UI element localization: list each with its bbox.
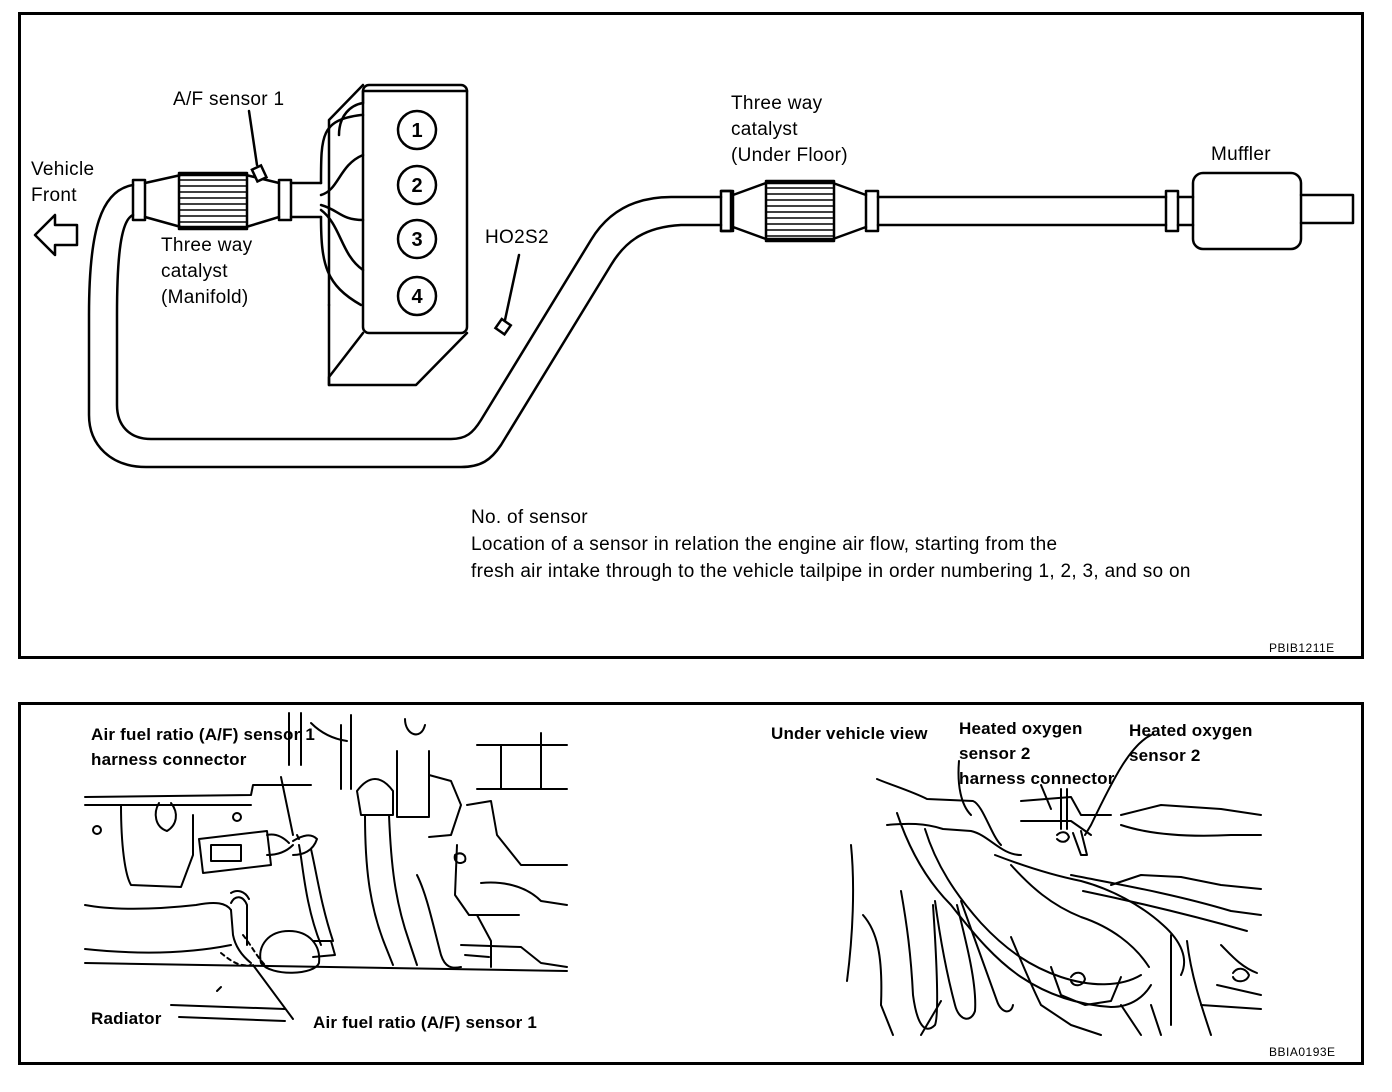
- front-label: Front: [31, 185, 77, 206]
- sensor-note-line-1: Location of a sensor in relation the eng…: [471, 534, 1058, 555]
- underfloor-catalyst: [764, 179, 836, 243]
- ho2-harness-label-1: Heated oxygen: [959, 719, 1083, 738]
- cylinder-2: 2: [411, 175, 422, 197]
- manifold-catalyst-label-2: catalyst: [161, 261, 228, 282]
- vehicle-label: Vehicle: [31, 159, 95, 180]
- exhaust-pipe-inner: [115, 195, 723, 441]
- vehicle-front-arrow: [33, 213, 79, 257]
- exhaust-system-drawing: 1 2 3 4: [33, 83, 1355, 469]
- manifold-catalyst-label-1: Three way: [161, 235, 253, 256]
- ho2s2-marker: [493, 317, 513, 337]
- under-vehicle-view: [846, 734, 1262, 1036]
- af-harness-connector-label-2: harness connector: [91, 750, 247, 769]
- underfloor-catalyst-label-3: (Under Floor): [731, 145, 848, 166]
- under-vehicle-view-label: Under vehicle view: [771, 724, 928, 743]
- cylinder-3-circle: [396, 218, 438, 260]
- muffler-body: [1191, 171, 1303, 251]
- manifold-catalyst-label-3: (Manifold): [161, 287, 249, 308]
- ho2-sensor-label-1: Heated oxygen: [1129, 721, 1253, 740]
- sensor-location-drawings: [84, 712, 1262, 1036]
- manifold-catalyst: [177, 171, 249, 231]
- af-sensor-1-marker: [250, 163, 269, 184]
- sensor-note-title: No. of sensor: [471, 507, 588, 528]
- figure-code-top: PBIB1211E: [1269, 641, 1335, 655]
- radiator-label: Radiator: [91, 1009, 162, 1028]
- engine-block-side: [327, 331, 469, 387]
- exhaust-pipe-outer: [87, 183, 723, 469]
- cylinder-1: 1: [411, 120, 422, 142]
- ho2s2-label: HO2S2: [485, 227, 549, 248]
- cylinder-4: 4: [411, 286, 423, 308]
- underfloor-catalyst-label-1: Three way: [731, 93, 823, 114]
- ho2-sensor-label-2: sensor 2: [1129, 746, 1201, 765]
- cylinder-2-circle: [396, 164, 438, 206]
- engine-bay-view: [84, 712, 568, 1022]
- cylinder-1-circle: [396, 109, 438, 151]
- cylinder-3: 3: [411, 229, 422, 251]
- sensor-location-photos: Air fuel ratio (A/F) sensor 1 harness co…: [18, 702, 1364, 1065]
- af-sensor-1-photo-label: Air fuel ratio (A/F) sensor 1: [313, 1013, 538, 1032]
- af-harness-connector-label-1: Air fuel ratio (A/F) sensor 1: [91, 725, 316, 744]
- ho2-harness-label-3: harness connector: [959, 769, 1115, 788]
- muffler-label: Muffler: [1211, 144, 1271, 165]
- cylinder-4-circle: [396, 275, 438, 317]
- underfloor-catalyst-label-2: catalyst: [731, 119, 798, 140]
- exhaust-layout-diagram: 1 2 3 4 A/F sensor 1 Vehicle Front Three…: [18, 12, 1364, 659]
- af-sensor-1-label: A/F sensor 1: [173, 89, 285, 110]
- figure-code-bottom: BBIA0193E: [1269, 1045, 1336, 1059]
- engine-block: [361, 83, 469, 335]
- ho2-harness-label-2: sensor 2: [959, 744, 1031, 763]
- sensor-note-line-2: fresh air intake through to the vehicle …: [471, 561, 1191, 582]
